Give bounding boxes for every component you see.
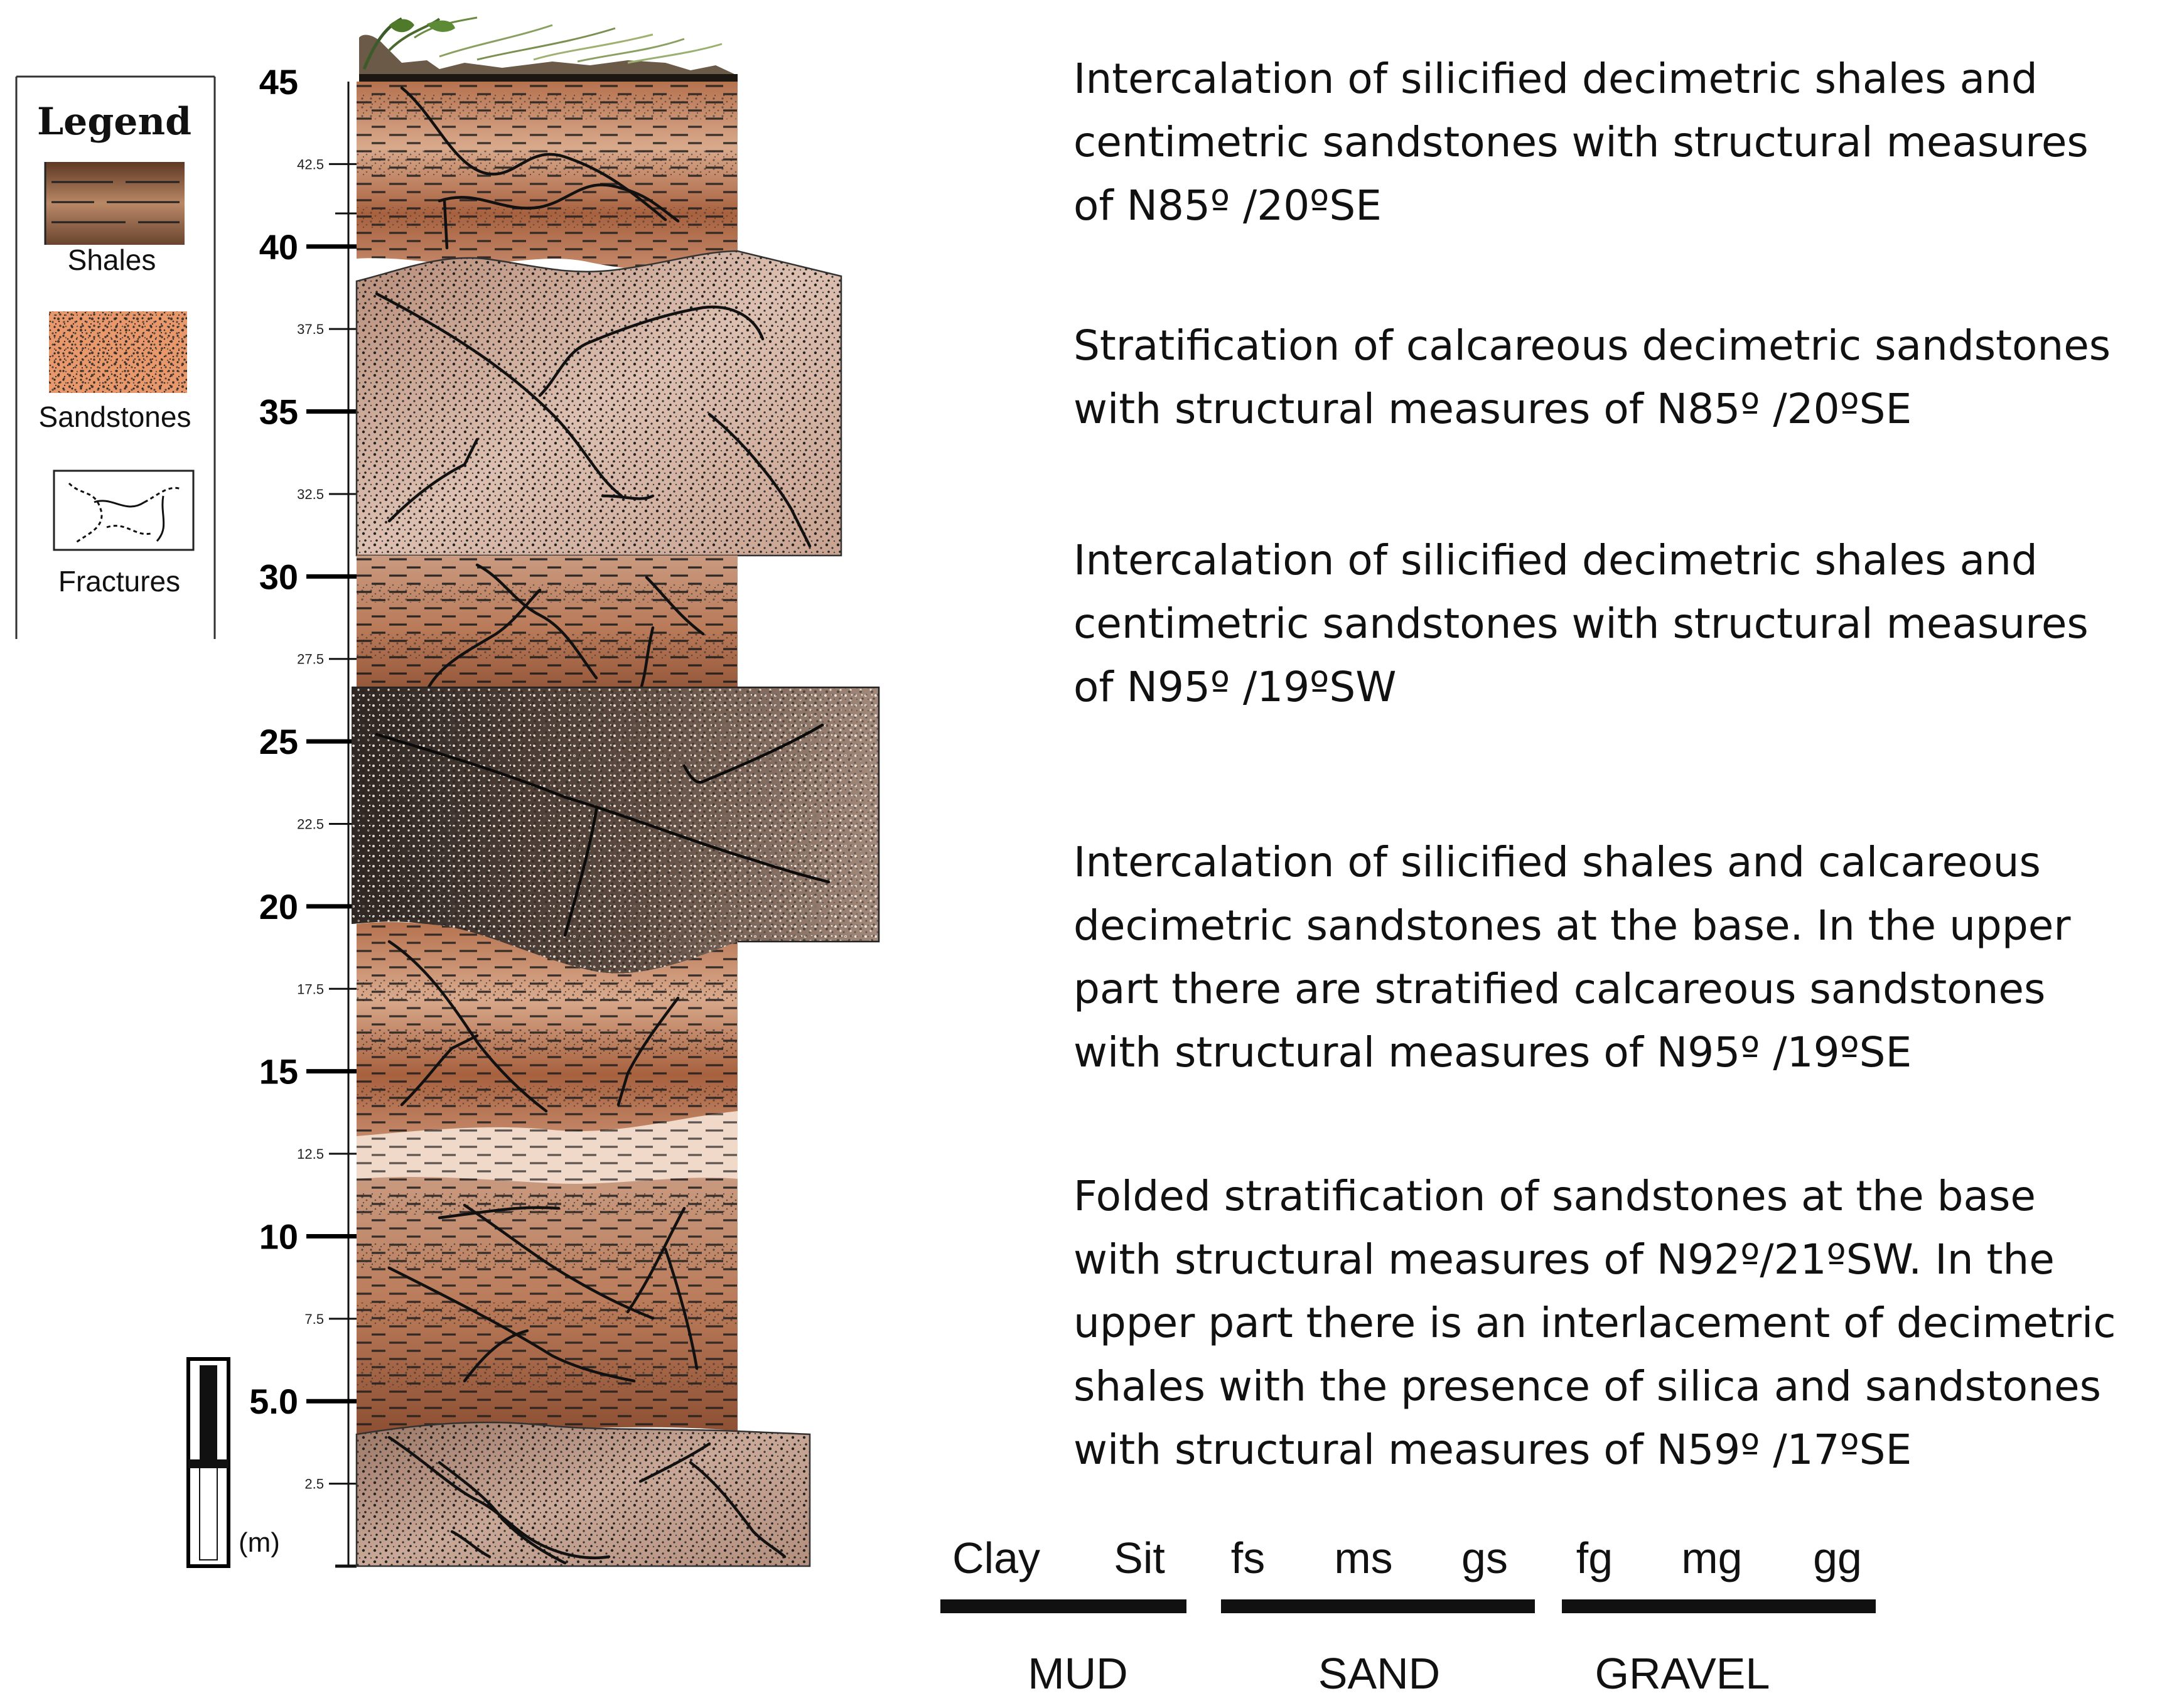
depth-major-label: 40 [259,227,298,267]
grain-class-label: fs [1231,1533,1265,1582]
unit-light-band [357,1111,738,1184]
description-line: shales with the presence of silica and s… [1073,1362,2101,1410]
legend-label-shales: Shales [68,244,156,276]
depth-major-label: 10 [259,1217,298,1256]
description-line: Folded stratification of sandstones at t… [1073,1172,2036,1220]
gravel-bar [1562,1599,1876,1613]
grain-class-label: fg [1576,1533,1613,1582]
description-line: Intercalation of silicified decimetric s… [1073,536,2038,584]
stratigraphic-column [352,16,880,1567]
grain-class-label: Sit [1114,1533,1165,1582]
unit-description-3: Intercalation of silicified decimetric s… [1073,536,2089,711]
legend-title: Legend [37,100,191,144]
depth-major-label: 35 [259,392,298,432]
grain-class-label: Clay [952,1533,1040,1582]
mud-bar [940,1599,1186,1613]
unit-description-4: Intercalation of silicified shales and c… [1073,838,2071,1077]
unit-description-5: Folded stratification of sandstones at t… [1073,1172,2116,1474]
depth-major-label: 5.0 [249,1382,298,1421]
sandstone-pattern-icon [49,311,187,393]
description-line: centimetric sandstones with structural m… [1073,118,2089,166]
depth-axis: 45 40 35 30 25 20 15 10 5.0 42.5 37.5 32.5 27.5 22.5 1… [249,62,357,1568]
unit-descriptions: Intercalation of silicified decimetric s… [1073,55,2116,1474]
depth-minor-label: 37.5 [297,321,324,337]
unit-shale-intercalation-middle [357,556,738,703]
grain-group-label: MUD [1028,1649,1127,1698]
unit-calcareous-sandstone-upper [355,250,842,557]
depth-minor-label: 32.5 [297,486,324,502]
depth-minor-label: 7.5 [304,1311,324,1327]
description-line: Intercalation of silicified shales and c… [1073,838,2041,886]
depth-major-label: 20 [259,887,298,927]
depth-minor-label: 42.5 [297,156,324,172]
sand-bar [1221,1599,1535,1613]
depth-minor-label: 2.5 [304,1476,324,1492]
description-line: with structural measures of N95º /19ºSE [1073,1028,1912,1077]
soil-vegetation-cap [359,16,738,82]
unit-top-shale-intercalation [357,82,738,271]
scale-bar: (m) [186,1357,280,1568]
unit-basal-shale-intercalation [357,1177,738,1434]
unit-shale-intercalation-lower [357,921,738,1141]
grain-group-label: SAND [1318,1649,1440,1698]
depth-major-label: 30 [259,557,298,596]
grain-class-label: gs [1461,1533,1508,1582]
depth-major-label: 25 [259,722,298,761]
depth-minor-label: 22.5 [297,817,324,832]
depth-major-label: 45 [259,62,298,102]
depth-minor-label: 12.5 [297,1146,324,1162]
description-line: part there are stratified calcareous san… [1073,965,2045,1013]
depth-minor-label: 17.5 [297,981,324,997]
description-line: Intercalation of silicified decimetric s… [1073,55,2038,103]
grain-class-label: mg [1681,1533,1742,1582]
description-line: Stratification of calcareous decimetric … [1073,321,2111,370]
grain-class-label: ms [1334,1533,1392,1582]
description-line: with structural measures of N92º/21ºSW. … [1073,1235,2055,1284]
unit-description-1: Intercalation of silicified decimetric s… [1073,55,2089,230]
legend-label-sandstones: Sandstones [39,400,191,433]
description-line: centimetric sandstones with structural m… [1073,599,2089,648]
scale-unit-label: (m) [239,1527,280,1558]
description-line: with structural measures of N85º /20ºSE [1073,385,1912,433]
unit-dark-sandstone [352,686,880,974]
legend-label-fractures: Fractures [58,565,180,598]
depth-major-label: 15 [259,1052,298,1092]
fracture-pattern-icon [53,470,195,551]
unit-description-2: Stratification of calcareous decimetric … [1073,321,2111,433]
description-line: decimetric sandstones at the base. In th… [1073,901,2071,950]
description-line: with structural measures of N59º /17ºSE [1073,1426,1912,1474]
unit-basal-sandstone [355,1421,811,1567]
grain-group-label: GRAVEL [1595,1649,1770,1698]
depth-minor-label: 27.5 [297,652,324,667]
grain-class-label: gg [1813,1533,1862,1582]
description-line: of N95º /19ºSW [1073,663,1397,711]
description-line: upper part there is an interlacement of … [1073,1299,2116,1347]
legend: Legend Shales Sandstones Fractures [15,75,216,639]
description-line: of N85º /20ºSE [1073,181,1382,230]
shale-pattern-icon [44,162,185,245]
